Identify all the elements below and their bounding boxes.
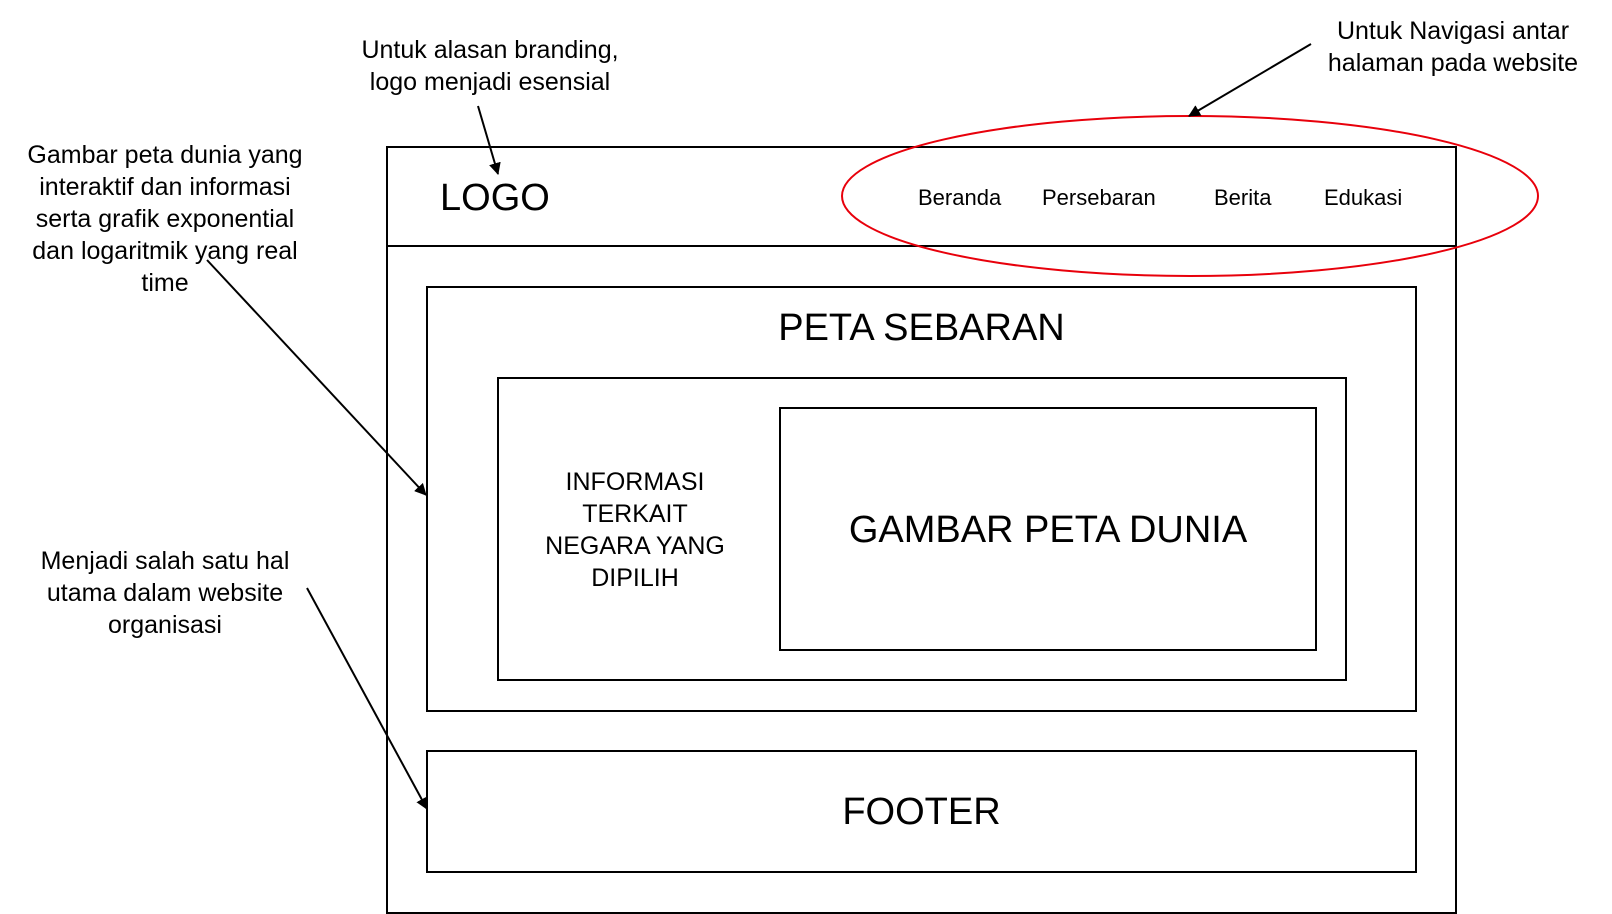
- header-divider: [386, 245, 1457, 247]
- world-map-box[interactable]: [779, 407, 1317, 651]
- annotation-line: Gambar peta dunia yang: [27, 141, 303, 169]
- logo-annotation: Untuk alasan branding, logo menjadi esen…: [330, 34, 650, 98]
- info-line: INFORMASI: [565, 468, 705, 496]
- annotation-line: time: [141, 269, 189, 297]
- annotation-line: interaktif dan informasi: [39, 173, 291, 201]
- annotation-line: Untuk alasan branding,: [361, 36, 619, 64]
- nav-item-persebaran[interactable]: Persebaran: [1042, 185, 1156, 210]
- annotation-line: Untuk Navigasi antar: [1336, 17, 1570, 45]
- map-container: [497, 377, 1347, 681]
- info-line: NEGARA YANG: [545, 532, 725, 560]
- info-line: DIPILIH: [591, 564, 679, 592]
- footer-annotation: Menjadi salah satu hal utama dalam websi…: [15, 545, 315, 641]
- nav-item-beranda[interactable]: Beranda: [918, 185, 1002, 210]
- navigation-arrow: [1188, 43, 1312, 117]
- peta-sebaran-section: [426, 286, 1417, 712]
- footer: [426, 750, 1417, 873]
- annotation-line: dan logaritmik yang real: [32, 237, 298, 265]
- nav-item-edukasi[interactable]: Edukasi: [1324, 185, 1403, 210]
- annotation-line: halaman pada website: [1327, 49, 1579, 77]
- map-annotation: Gambar peta dunia yang interaktif dan in…: [0, 139, 330, 299]
- footer-label: FOOTER: [842, 791, 1001, 833]
- navigation-annotation: Untuk Navigasi antar halaman pada websit…: [1300, 15, 1606, 79]
- annotation-line: utama dalam website: [46, 579, 284, 607]
- nav-item-berita[interactable]: Berita: [1214, 185, 1272, 210]
- info-line: TERKAIT: [582, 500, 688, 528]
- annotation-line: Menjadi salah satu hal: [40, 547, 290, 575]
- annotation-line: logo menjadi esensial: [369, 68, 611, 96]
- section-title: PETA SEBARAN: [778, 307, 1065, 349]
- country-info-panel: INFORMASI TERKAIT NEGARA YANG DIPILIH: [510, 466, 760, 594]
- logo[interactable]: LOGO: [440, 177, 550, 219]
- annotation-line: serta grafik exponential: [35, 205, 295, 233]
- annotation-line: organisasi: [108, 611, 222, 639]
- world-map-label: GAMBAR PETA DUNIA: [848, 509, 1248, 551]
